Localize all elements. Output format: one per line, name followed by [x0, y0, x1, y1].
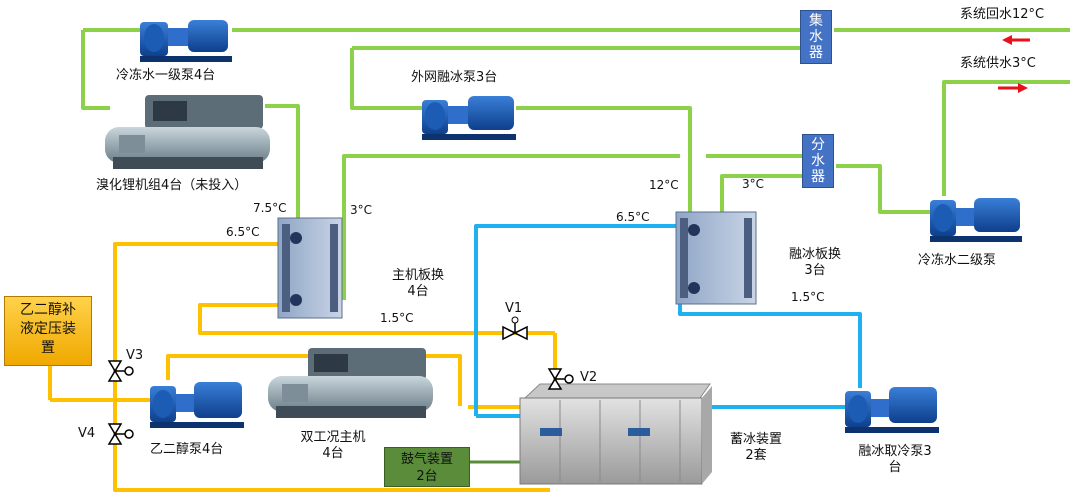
temp-12: 12°C — [649, 178, 679, 192]
external-melt-pump-icon — [422, 96, 516, 140]
ice-melt-pump-icon — [845, 387, 939, 433]
valve-v3-label: V3 — [126, 348, 144, 363]
main-plate-hx-icon — [277, 217, 343, 319]
collector-char-2: 水 — [809, 29, 823, 45]
distributor-header-box: 分 水 器 — [802, 134, 834, 188]
supply-arrow-icon — [998, 83, 1028, 93]
lithium-bromide-chiller-icon — [105, 95, 270, 169]
valve-v4-icon — [107, 423, 134, 445]
primary-chw-pump-label: 冷冻水一级泵4台 — [116, 68, 216, 83]
ice-storage-count: 2套 — [745, 448, 767, 463]
dual-chiller-label: 双工况主机 4台 — [278, 430, 388, 462]
valve-v2-icon — [547, 368, 574, 390]
chilled-water-pipes — [81, 28, 1070, 300]
system-return-label: 系统回水12°C — [960, 7, 1045, 22]
glycol-pump-icon — [150, 382, 244, 428]
temp-3-main: 3°C — [350, 203, 373, 217]
valve-v2-label: V2 — [580, 370, 598, 385]
ice-storage-tank-icon — [519, 383, 712, 485]
external-melt-pump-label: 外网融冰泵3台 — [411, 70, 498, 85]
main-hx-name: 主机板换 — [391, 268, 444, 283]
dual-chiller-count: 4台 — [322, 446, 344, 461]
temp-1-5-main: 1.5°C — [380, 311, 414, 325]
collector-char-1: 集 — [809, 13, 823, 29]
secondary-chw-pump-label: 冷冻水二级泵 — [918, 253, 997, 268]
valve-v1-label: V1 — [505, 301, 523, 316]
distributor-char-2: 水 — [811, 153, 825, 169]
glycol-makeup-line-2: 液定压装 — [20, 321, 76, 337]
primary-chw-pump-icon — [140, 20, 232, 62]
melt-hx-name: 融冰板换 — [788, 247, 841, 262]
aeration-line-2: 2台 — [416, 469, 438, 484]
aeration-device-box: 鼓气装置 2台 — [384, 447, 470, 487]
dual-chiller-name: 双工况主机 — [300, 430, 366, 445]
valve-v4-label: V4 — [78, 426, 96, 441]
main-hx-count: 4台 — [407, 284, 429, 299]
glycol-makeup-device-box: 乙二醇补 液定压装 置 — [4, 296, 92, 366]
return-arrow-icon — [1002, 35, 1030, 45]
ice-melt-pump-count: 台 — [888, 460, 902, 475]
distributor-char-1: 分 — [811, 137, 825, 153]
system-supply-label: 系统供水3°C — [960, 56, 1036, 71]
temp-7-5: 7.5°C — [253, 201, 287, 215]
melt-hx-label: 融冰板换 3台 — [775, 247, 855, 279]
ice-storage-name: 蓄冰装置 — [729, 432, 782, 447]
ice-melt-pump-label: 融冰取冷泵3 台 — [840, 444, 950, 476]
main-hx-label: 主机板换 4台 — [378, 268, 458, 300]
collector-header-box: 集 水 器 — [800, 10, 832, 64]
glycol-makeup-line-3: 置 — [41, 340, 55, 356]
ice-melt-pump-name: 融冰取冷泵3 — [858, 444, 932, 459]
secondary-chw-pump-icon — [930, 198, 1022, 242]
temp-6-5-main: 6.5°C — [226, 225, 260, 239]
temp-3-melt: 3°C — [742, 177, 765, 191]
dual-mode-chiller-icon — [268, 348, 433, 418]
ice-storage-label: 蓄冰装置 2套 — [716, 432, 796, 464]
distributor-char-3: 器 — [811, 169, 825, 185]
collector-char-3: 器 — [809, 45, 823, 61]
temp-1-5-melt: 1.5°C — [791, 290, 825, 304]
melt-hx-count: 3台 — [804, 263, 826, 278]
valve-v1-icon — [502, 316, 528, 341]
glycol-pump-label: 乙二醇泵4台 — [150, 442, 224, 457]
aeration-line-1: 鼓气装置 — [400, 452, 453, 467]
valve-v3-icon — [107, 360, 134, 382]
temp-6-5-melt: 6.5°C — [616, 210, 650, 224]
lithium-bromide-units-label: 溴化锂机组4台（未投入） — [96, 178, 248, 193]
glycol-makeup-line-1: 乙二醇补 — [20, 302, 76, 318]
melt-plate-hx-icon — [675, 211, 757, 305]
